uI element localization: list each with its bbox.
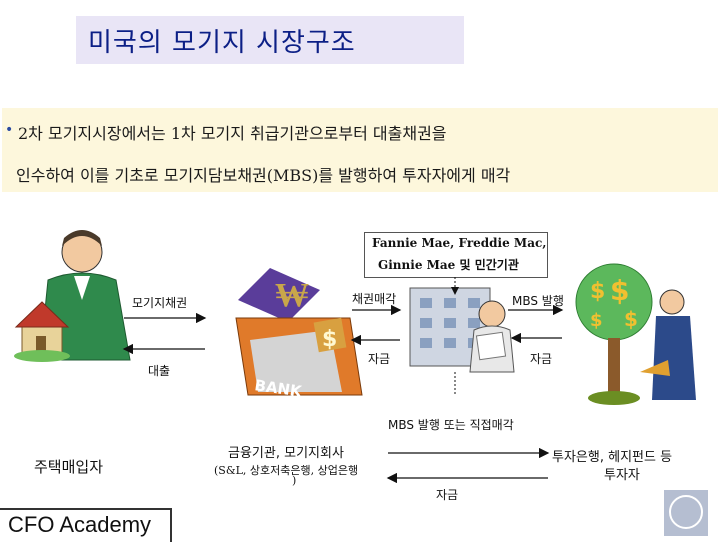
agency-label-line-2: Ginnie Mae 및 민간기관 [378,258,519,272]
bullet-mark: • [5,122,14,138]
label-financial-institution-detail: (S&L, 상호저축은행, 상업은행 [214,464,359,477]
svg-text:$: $ [624,307,638,331]
won-sign: ₩ [275,275,309,315]
label-home-buyer: 주택매입자 [34,458,104,476]
svg-text:$: $ [590,279,605,304]
label-investors-line-2: 투자자 [604,468,640,483]
description-box [2,108,718,192]
label-funds-right: 자금 [530,352,553,366]
label-investors-line-1: 투자은행, 헤지펀드 등 [552,450,673,465]
logo-bar [0,508,172,542]
label-mortgage-claim: 모기지채권 [132,296,188,310]
label-loan: 대출 [148,364,171,378]
svg-text:$: $ [590,310,603,331]
label-mbs-issue: MBS 발행 [512,294,564,308]
slide-title: 미국의 모기지 시장구조 [88,28,356,58]
homeowner-illustration [14,230,131,362]
svg-text:$: $ [610,274,629,307]
agency-label-line-1: Fannie Mae, Freddie Mac, [372,236,547,250]
businessman-illustration [469,300,515,373]
dollar-sign: $ [322,327,337,352]
label-financial-institution-close: ) [292,474,297,487]
label-funds-bottom: 자금 [436,488,459,502]
label-financial-institution: 금융기관, 모기지회사 [228,446,344,461]
university-seal [664,490,708,536]
label-claim-sale: 채권매각 [352,292,397,306]
bank-illustration: ₩ $ BANK [235,268,363,401]
agency-box [364,232,548,278]
label-mbs-direct: MBS 발행 또는 직접매각 [388,418,514,432]
description-line-1: 2차 모기지시장에서는 1차 모기지 취급기관으로부터 대출채권을 [18,124,447,143]
money-tree-illustration: $ $ $ $ [575,263,696,405]
cfo-academy-logo: CFO Academy [8,512,152,537]
description-line-2: 인수하여 이를 기초로 모기지담보채권(MBS)를 발행하여 투자자에게 매각 [16,166,511,185]
label-funds-left: 자금 [368,352,391,366]
title-box [76,16,464,64]
